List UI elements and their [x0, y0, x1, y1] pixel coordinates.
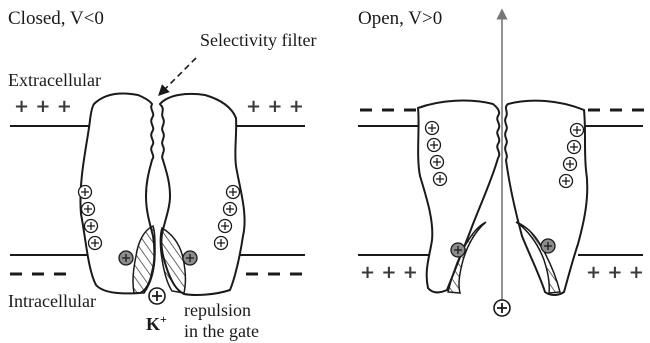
positive-charge-icon: [89, 237, 102, 250]
positive-charge-icon: [82, 203, 95, 216]
positive-charge-icon: [219, 220, 232, 233]
gate-charge-right-icon: [541, 239, 555, 253]
positive-charge-icon: [224, 203, 237, 216]
repulsion-note: repulsion in the gate: [184, 300, 259, 342]
panel-title-closed: Closed, V<0: [8, 9, 104, 28]
positive-charge-icon: [79, 186, 92, 199]
positive-charge-icon: [227, 186, 240, 199]
membrane-plus-bottom-left: + + +: [360, 262, 418, 283]
positive-charge-icon: [428, 139, 441, 152]
repulsion-line-2: in the gate: [184, 321, 259, 342]
panel-title-open: Open, V>0: [358, 9, 442, 28]
positive-charge-icon: [564, 158, 577, 171]
membrane-plus-top-right: + + +: [246, 96, 304, 117]
positive-charge-icon: [434, 173, 447, 186]
membrane-plus-bottom-right: + + +: [586, 262, 644, 283]
positive-charge-icon: [215, 237, 228, 250]
gate-charge-left-icon: [451, 243, 465, 257]
positive-charge-icon: [426, 122, 439, 135]
closed-panel: [10, 58, 305, 304]
positive-charge-icon: [85, 220, 98, 233]
positive-charge-icon: [568, 141, 581, 154]
k-ion-charge: +: [160, 312, 167, 326]
repulsion-line-1: repulsion: [184, 300, 259, 321]
selectivity-filter-label: Selectivity filter: [200, 31, 316, 49]
positive-charge-icon: [431, 156, 444, 169]
gate-charge-left-icon: [119, 251, 133, 265]
intracellular-label: Intracellular: [8, 292, 96, 310]
k-ion-label: K+: [146, 313, 167, 333]
positive-charge-icon: [571, 124, 584, 137]
extracellular-label: Extracellular: [8, 71, 101, 89]
gate-charge-right-icon: [183, 251, 197, 265]
selectivity-filter-pointer: [162, 58, 196, 92]
k-ion-icon: [494, 300, 510, 316]
k-ion-icon: [149, 288, 165, 304]
k-ion-symbol: K: [146, 314, 160, 334]
positive-charge-icon: [560, 175, 573, 188]
membrane-plus-top-left: + + +: [14, 96, 72, 117]
